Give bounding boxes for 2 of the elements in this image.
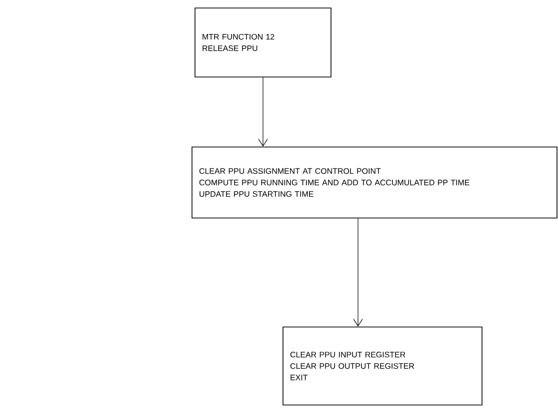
arrow <box>353 218 363 327</box>
arrow <box>258 77 268 147</box>
